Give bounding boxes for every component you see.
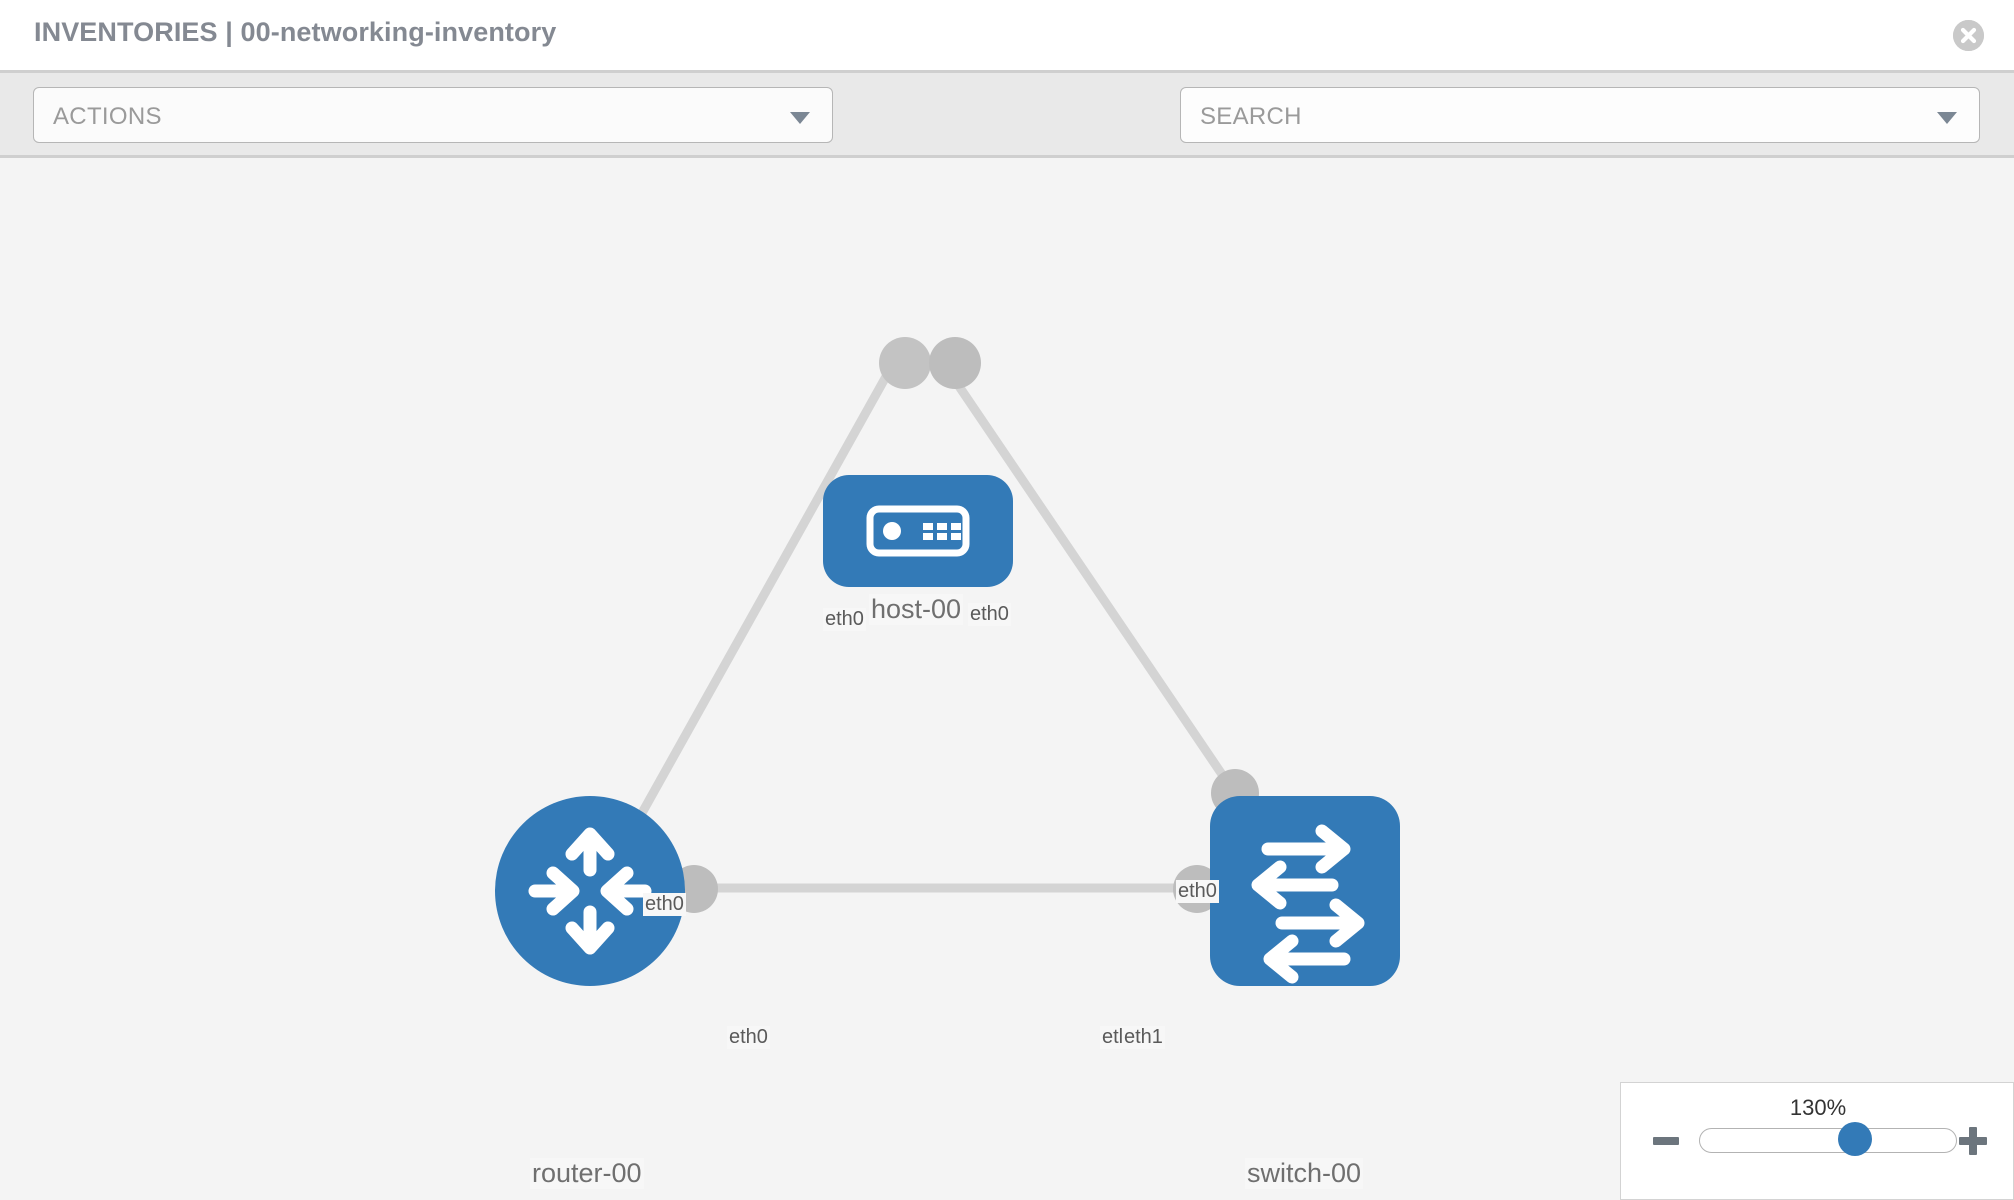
search-placeholder: SEARCH (1200, 103, 1302, 130)
actions-dropdown-label: ACTIONS (53, 103, 162, 130)
node-label-host-00: host-00 (869, 594, 964, 625)
zoom-control: 130% (1620, 1082, 2014, 1200)
topology-links (624, 370, 1242, 893)
page-header: INVENTORIES | 00-networking-inventory (0, 0, 2014, 70)
edge-label-host-left: eth0 (823, 608, 866, 631)
connector-host-left (879, 337, 931, 389)
page-title: INVENTORIES | 00-networking-inventory (34, 17, 557, 47)
topology-connectors (670, 337, 1259, 913)
zoom-in-button[interactable] (1959, 1127, 1987, 1155)
toolbar: ACTIONS (0, 70, 2014, 206)
zoom-slider-track[interactable] (1699, 1128, 1957, 1153)
zoom-out-button[interactable] (1653, 1137, 1679, 1145)
topology-graph (495, 337, 1400, 986)
search-input[interactable]: SEARCH (1180, 87, 1980, 143)
edge-label-router-up: eth0 (643, 893, 686, 916)
topology-canvas[interactable]: eth0 host-00 eth0 eth0 eth0 router-00 et… (0, 158, 2014, 1200)
node-switch-00[interactable] (1210, 796, 1400, 986)
chevron-down-icon (790, 112, 810, 124)
edge-label-router-right: eth0 (727, 1026, 770, 1049)
zoom-percent-label: 130% (1789, 1095, 1847, 1120)
actions-dropdown[interactable]: ACTIONS (33, 87, 833, 143)
edge-label-switch-left: eth1 (1122, 1026, 1165, 1049)
node-label-router-00: router-00 (530, 1158, 644, 1189)
node-host-00[interactable] (823, 475, 1013, 587)
edge-label-switch-left-overlap: etl (1100, 1026, 1126, 1049)
edge-label-host-right: eth0 (968, 603, 1011, 626)
link-host-switch (946, 370, 1242, 801)
chevron-down-icon[interactable] (1937, 112, 1957, 124)
node-label-switch-00: switch-00 (1245, 1158, 1364, 1189)
link-host-router (624, 370, 892, 841)
close-icon[interactable] (1953, 20, 1984, 51)
connector-host-right (929, 337, 981, 389)
node-router-00[interactable] (495, 796, 685, 986)
zoom-slider-thumb[interactable] (1837, 1122, 1872, 1156)
edge-label-switch-up: eth0 (1176, 880, 1219, 903)
